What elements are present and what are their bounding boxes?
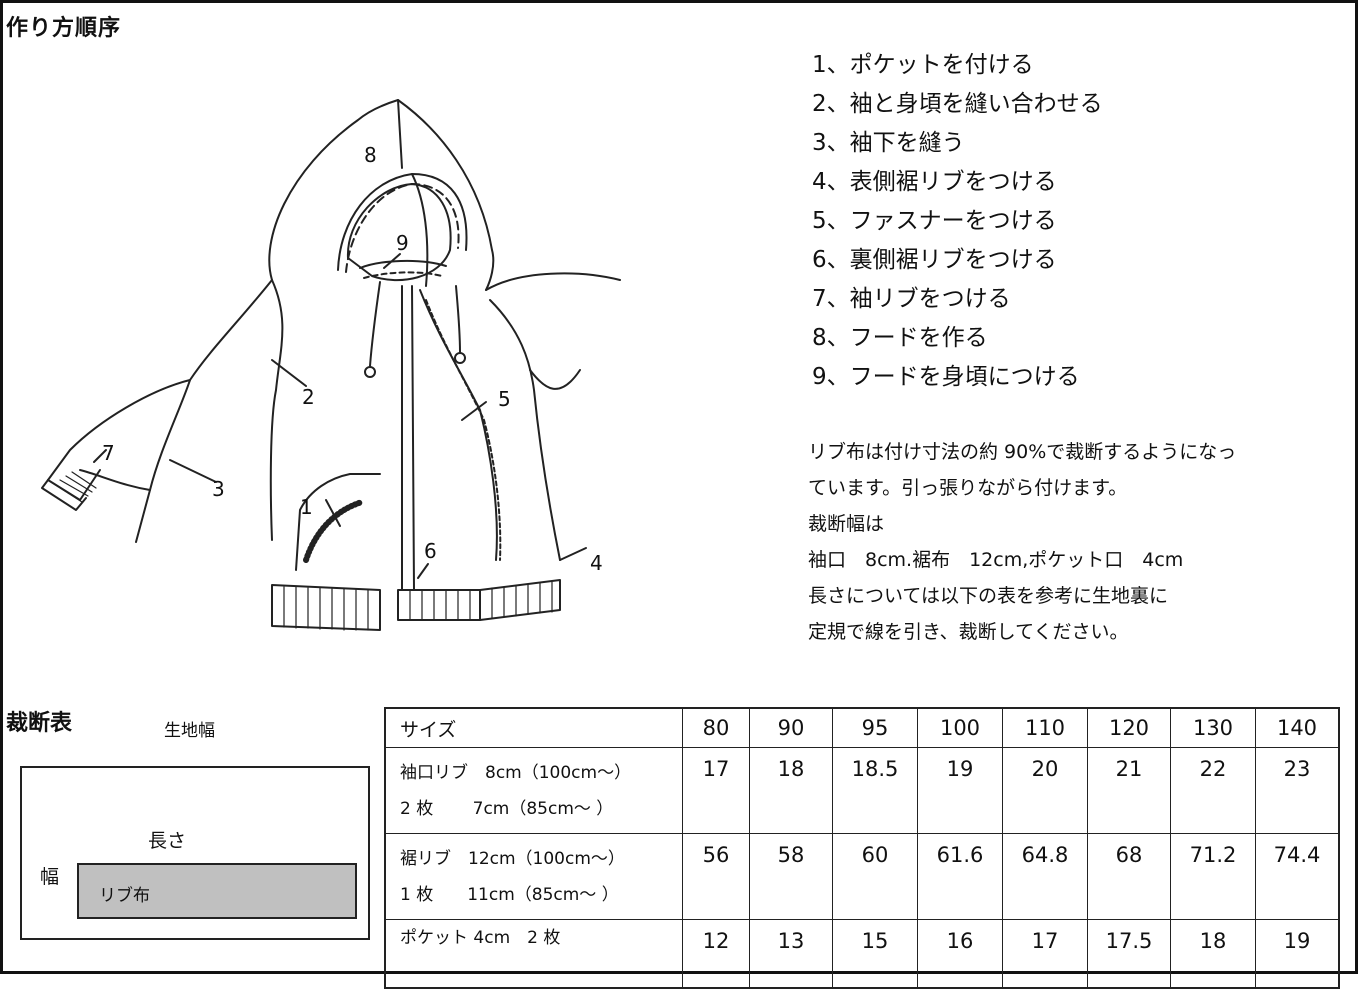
table-header-row: サイズ 80 90 95 100 110 120 130 140	[384, 707, 1340, 748]
rib-fabric-label: リブ布	[99, 886, 150, 906]
step-item: 3、袖下を縫う	[812, 130, 965, 156]
step-item: 1、ポケットを付ける	[812, 52, 1034, 78]
note-line: 裁断幅は	[808, 513, 885, 535]
size-90: 90	[749, 707, 833, 748]
callout-4: 4	[590, 551, 603, 575]
cut-table-title: 裁断表	[6, 711, 73, 736]
size-140: 140	[1255, 707, 1340, 748]
row-label: 裾リブ 12cm（100cm～） 1 枚 11cm（85cm～ ）	[384, 833, 683, 920]
table-cell: 61.6	[917, 833, 1003, 920]
step-item: 5、ファスナーをつける	[812, 208, 1057, 234]
notes-block: リブ布は付け寸法の約 90%で裁断するようになっ ています。引っ張りながら付けま…	[808, 434, 1348, 650]
row-label-line: 2 枚 7cm（85cm～ ）	[400, 798, 614, 819]
row-label: ポケット 4cm 2 枚	[384, 919, 683, 989]
callout-9: 9	[396, 231, 409, 255]
table-cell: 17.5	[1087, 919, 1171, 989]
table-cell: 74.4	[1255, 833, 1340, 920]
row-label-line: 袖口リブ 8cm（100cm～）	[400, 762, 632, 783]
table-row: 裾リブ 12cm（100cm～） 1 枚 11cm（85cm～ ） 56 58 …	[384, 833, 1340, 920]
cutting-table: サイズ 80 90 95 100 110 120 130 140 袖口リブ 8c…	[384, 707, 1340, 989]
table-row: 袖口リブ 8cm（100cm～） 2 枚 7cm（85cm～ ） 17 18 1…	[384, 747, 1340, 834]
note-line: 定規で線を引き、裁断してください。	[808, 621, 1129, 643]
table-row: ポケット 4cm 2 枚 12 13 15 16 17 17.5 18 19	[384, 919, 1340, 989]
callout-8: 8	[364, 143, 377, 167]
table-cell: 12	[682, 919, 750, 989]
row-label-line: ポケット 4cm 2 枚	[400, 928, 561, 948]
table-cell: 17	[1002, 919, 1088, 989]
hoodie-illustration: 2 3 1 4 5 6 7 8 9	[41, 99, 621, 631]
size-80: 80	[682, 707, 750, 748]
table-cell: 19	[917, 747, 1003, 834]
callout-7: 7	[102, 441, 115, 465]
table-cell: 20	[1002, 747, 1088, 834]
table-cell: 56	[682, 833, 750, 920]
table-cell: 18.5	[832, 747, 918, 834]
step-item: 4、表側裾リブをつける	[812, 169, 1057, 195]
step-item: 9、フードを身頃につける	[812, 364, 1080, 390]
table-cell: 58	[749, 833, 833, 920]
table-cell: 19	[1255, 919, 1340, 989]
note-line: 袖口 8cm.裾布 12cm,ポケット口 4cm	[808, 549, 1184, 571]
table-cell: 60	[832, 833, 918, 920]
table-cell: 13	[749, 919, 833, 989]
step-item: 6、裏側裾リブをつける	[812, 247, 1057, 273]
size-130: 130	[1170, 707, 1256, 748]
row-label: 袖口リブ 8cm（100cm～） 2 枚 7cm（85cm～ ）	[384, 747, 683, 834]
cut-diagram	[20, 766, 370, 940]
table-cell: 68	[1087, 833, 1171, 920]
table-cell: 18	[749, 747, 833, 834]
callout-5: 5	[498, 387, 511, 411]
size-110: 110	[1002, 707, 1088, 748]
length-label: 長さ	[148, 830, 187, 852]
callout-1: 1	[300, 495, 313, 519]
step-item: 2、袖と身頃を縫い合わせる	[812, 91, 1103, 117]
size-120: 120	[1087, 707, 1171, 748]
size-95: 95	[832, 707, 918, 748]
callout-6: 6	[424, 539, 437, 563]
note-line: ています。引っ張りながら付けます。	[808, 477, 1128, 499]
table-cell: 21	[1087, 747, 1171, 834]
fabric-width-label: 生地幅	[164, 721, 215, 741]
callout-3: 3	[212, 477, 225, 501]
note-line: 長さについては以下の表を参考に生地裏に	[808, 585, 1169, 607]
note-line: リブ布は付け寸法の約 90%で裁断するようになっ	[808, 441, 1237, 463]
step-item: 7、袖リブをつける	[812, 286, 1011, 312]
size-header: サイズ	[384, 707, 683, 748]
row-label-line: 1 枚 11cm（85cm～ ）	[400, 884, 619, 905]
steps-list: 1、ポケットを付ける 2、袖と身頃を縫い合わせる 3、袖下を縫う 4、表側裾リブ…	[812, 46, 1103, 397]
table-cell: 71.2	[1170, 833, 1256, 920]
callout-2: 2	[302, 385, 315, 409]
table-cell: 18	[1170, 919, 1256, 989]
rib-fabric-box: リブ布	[77, 863, 357, 919]
step-item: 8、フードを作る	[812, 325, 988, 351]
size-100: 100	[917, 707, 1003, 748]
table-cell: 17	[682, 747, 750, 834]
page-title: 作り方順序	[6, 16, 122, 41]
width-label: 幅	[40, 866, 60, 888]
table-cell: 16	[917, 919, 1003, 989]
table-cell: 64.8	[1002, 833, 1088, 920]
table-cell: 15	[832, 919, 918, 989]
table-cell: 22	[1170, 747, 1256, 834]
table-cell: 23	[1255, 747, 1340, 834]
row-label-line: 裾リブ 12cm（100cm～）	[400, 848, 625, 869]
